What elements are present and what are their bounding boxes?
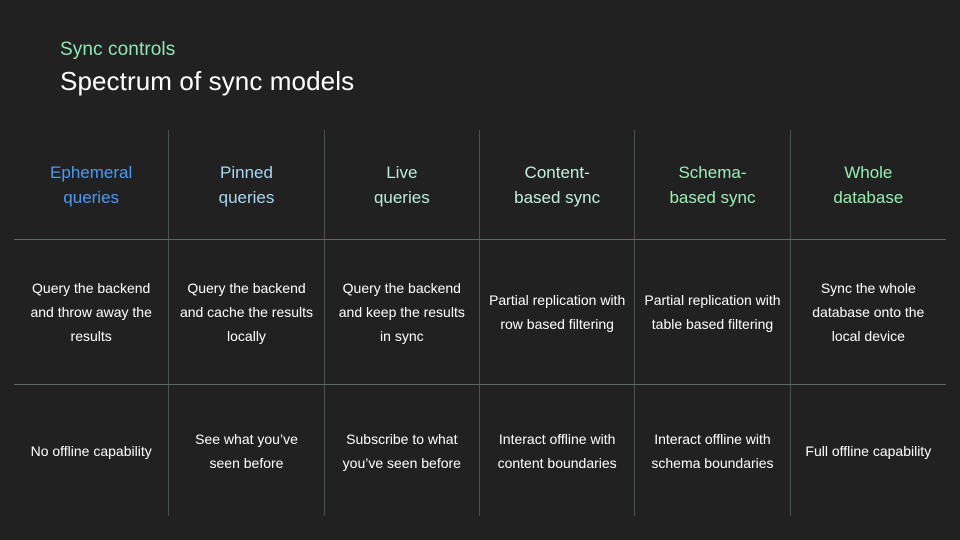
matrix-description-text: Partial replication with table based fil… [644,292,781,332]
matrix-description-cell: Sync the whole database onto the local d… [791,240,946,384]
matrix-description-text: Sync the whole database onto the local d… [812,280,925,344]
matrix-header-cell: Content-based sync [480,130,636,239]
matrix-capability-cell: Full offline capability [791,385,946,516]
matrix-capability-cell: Interact offline with content boundaries [480,385,636,516]
matrix-capability-text: Interact offline with content boundaries [497,430,617,471]
matrix-description-cell: Query the backend and keep the results i… [325,240,480,384]
matrix-divider-rule [14,384,946,385]
matrix-capability-cell: Subscribe to what you’ve seen before [325,385,480,516]
matrix-capability-text: See what you’ve seen before [195,430,298,471]
slide-header: Sync controls Spectrum of sync models [60,38,354,98]
matrix-capability-text: Interact offline with schema boundaries [651,430,774,471]
matrix-header-label: Content-based sync [514,162,601,207]
matrix-capability-cell: No offline capability [14,385,170,516]
matrix-description-cell: Partial replication with table based fil… [635,240,791,384]
matrix-capability-cell: Interact offline with schema boundaries [635,385,791,516]
matrix-capability-cell: See what you’ve seen before [169,385,325,516]
matrix-description-cell: Query the backend and throw away the res… [14,240,170,384]
matrix-capability-text: No offline capability [30,442,152,459]
matrix-capability-text: Subscribe to what you’ve seen before [342,430,461,471]
matrix-description-row: Query the backend and throw away the res… [14,240,946,384]
matrix-header-cell: Schema-based sync [635,130,791,239]
matrix-description-cell: Query the backend and cache the results … [169,240,325,384]
slide-eyebrow: Sync controls [60,39,176,60]
matrix-capability-text: Full offline capability [805,442,932,459]
matrix-description-text: Query the backend and cache the results … [179,280,314,344]
matrix-description-cell: Partial replication with row based filte… [480,240,636,384]
matrix-description-text: Partial replication with row based filte… [489,292,626,332]
matrix-header-label: Schema-based sync [669,162,756,207]
matrix-description-text: Query the backend and keep the results i… [338,280,465,344]
matrix-description-text: Query the backend and throw away the res… [30,280,152,344]
matrix-capability-row: No offline capability See what you’ve se… [14,385,946,516]
matrix-divider-rule [14,239,946,240]
page-title: Spectrum of sync models [60,66,355,96]
